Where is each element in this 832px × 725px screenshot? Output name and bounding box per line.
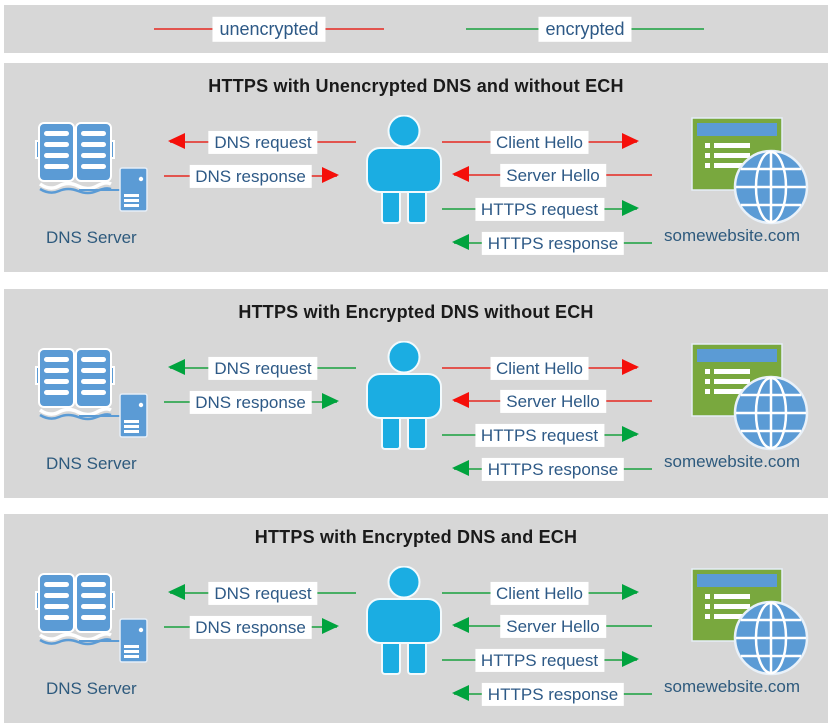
- scenario-panel: HTTPS with Encrypted DNS without ECH: [4, 289, 828, 498]
- arrow-dns-request: DNS request: [168, 130, 356, 155]
- arrow-label: Server Hello: [500, 614, 606, 639]
- arrow-server-hello: Server Hello: [452, 389, 652, 414]
- dns-server-icon: [34, 569, 154, 664]
- open-book-and-server-icon: [35, 348, 148, 438]
- arrow-server-hello: Server Hello: [452, 614, 652, 639]
- arrow-label: DNS response: [189, 390, 312, 415]
- website-caption: somewebsite.com: [664, 226, 801, 245]
- arrowhead-icon: [322, 618, 339, 634]
- arrow-server-hello: Server Hello: [452, 163, 652, 188]
- open-book-and-server-icon: [35, 573, 148, 663]
- dns-server-caption: DNS Server: [46, 454, 137, 473]
- legend-item-encrypted: encrypted: [466, 16, 704, 43]
- arrow-label: DNS request: [208, 356, 318, 381]
- arrow-label: HTTPS response: [481, 231, 625, 256]
- person-icon: [366, 340, 442, 450]
- browser-window-and-globe-icon: [691, 117, 809, 225]
- arrowhead-icon: [168, 359, 185, 375]
- dns-server-caption: DNS Server: [46, 228, 137, 247]
- arrow-label: Client Hello: [490, 581, 589, 606]
- arrow-label: HTTPS response: [481, 457, 625, 482]
- arrow-client-hello: Client Hello: [442, 356, 639, 381]
- arrowhead-icon: [452, 166, 469, 182]
- arrow-label: Client Hello: [490, 130, 589, 155]
- legend-label: unencrypted: [212, 16, 326, 43]
- legend-item-unencrypted: unencrypted: [154, 16, 384, 43]
- arrow-https-request: HTTPS request: [442, 423, 639, 448]
- arrowhead-icon: [322, 393, 339, 409]
- website-caption: somewebsite.com: [664, 452, 801, 471]
- arrow-dns-request: DNS request: [168, 581, 356, 606]
- open-book-and-server-icon: [35, 122, 148, 212]
- arrow-https-response: HTTPS response: [452, 457, 652, 482]
- arrow-label: Client Hello: [490, 356, 589, 381]
- arrowhead-icon: [168, 133, 185, 149]
- dns-server-caption: DNS Server: [46, 679, 137, 698]
- arrowhead-icon: [622, 133, 639, 149]
- user-person-icon: [362, 114, 444, 225]
- arrowhead-icon: [452, 685, 469, 701]
- arrow-label: HTTPS request: [474, 648, 605, 673]
- arrowhead-icon: [452, 617, 469, 633]
- arrow-label: DNS request: [208, 581, 318, 606]
- arrow-label: HTTPS request: [474, 423, 605, 448]
- arrow-label: DNS request: [208, 130, 318, 155]
- website-icon: [688, 116, 812, 228]
- arrowhead-icon: [168, 584, 185, 600]
- arrow-label: Server Hello: [500, 163, 606, 188]
- person-icon: [366, 565, 442, 675]
- arrow-dns-response: DNS response: [164, 615, 339, 640]
- arrowhead-icon: [622, 426, 639, 442]
- arrow-label: DNS response: [189, 615, 312, 640]
- arrow-label: HTTPS response: [481, 682, 625, 707]
- browser-window-and-globe-icon: [691, 343, 809, 451]
- panel-title: HTTPS with Encrypted DNS without ECH: [238, 302, 594, 322]
- arrow-dns-response: DNS response: [164, 390, 339, 415]
- arrowhead-icon: [452, 392, 469, 408]
- scenario-panel: HTTPS with Encrypted DNS and ECH: [4, 514, 828, 723]
- arrow-dns-request: DNS request: [168, 356, 356, 381]
- person-icon: [366, 114, 442, 224]
- arrow-https-request: HTTPS request: [442, 197, 639, 222]
- arrow-https-response: HTTPS response: [452, 231, 652, 256]
- arrow-client-hello: Client Hello: [442, 581, 639, 606]
- dns-server-icon: [34, 344, 154, 439]
- website-caption: somewebsite.com: [664, 677, 801, 696]
- user-person-icon: [362, 340, 444, 451]
- panel-title: HTTPS with Encrypted DNS and ECH: [254, 527, 578, 547]
- arrow-label: HTTPS request: [474, 197, 605, 222]
- arrow-client-hello: Client Hello: [442, 130, 639, 155]
- scenario-panel: HTTPS with Unencrypted DNS and without E…: [4, 63, 828, 272]
- arrow-https-response: HTTPS response: [452, 682, 652, 707]
- panel-title: HTTPS with Unencrypted DNS and without E…: [208, 76, 624, 96]
- user-person-icon: [362, 565, 444, 676]
- website-icon: [688, 567, 812, 679]
- arrow-https-request: HTTPS request: [442, 648, 639, 673]
- arrowhead-icon: [622, 359, 639, 375]
- legend-label: encrypted: [538, 16, 632, 43]
- arrow-label: DNS response: [189, 164, 312, 189]
- dns-server-icon: [34, 118, 154, 213]
- arrowhead-icon: [452, 234, 469, 250]
- arrowhead-icon: [452, 460, 469, 476]
- arrowhead-icon: [622, 584, 639, 600]
- arrow-dns-response: DNS response: [164, 164, 339, 189]
- legend-bar: unencrypted encrypted: [4, 5, 828, 53]
- arrowhead-icon: [322, 167, 339, 183]
- browser-window-and-globe-icon: [691, 568, 809, 676]
- website-icon: [688, 342, 812, 454]
- arrow-label: Server Hello: [500, 389, 606, 414]
- arrowhead-icon: [622, 651, 639, 667]
- arrowhead-icon: [622, 200, 639, 216]
